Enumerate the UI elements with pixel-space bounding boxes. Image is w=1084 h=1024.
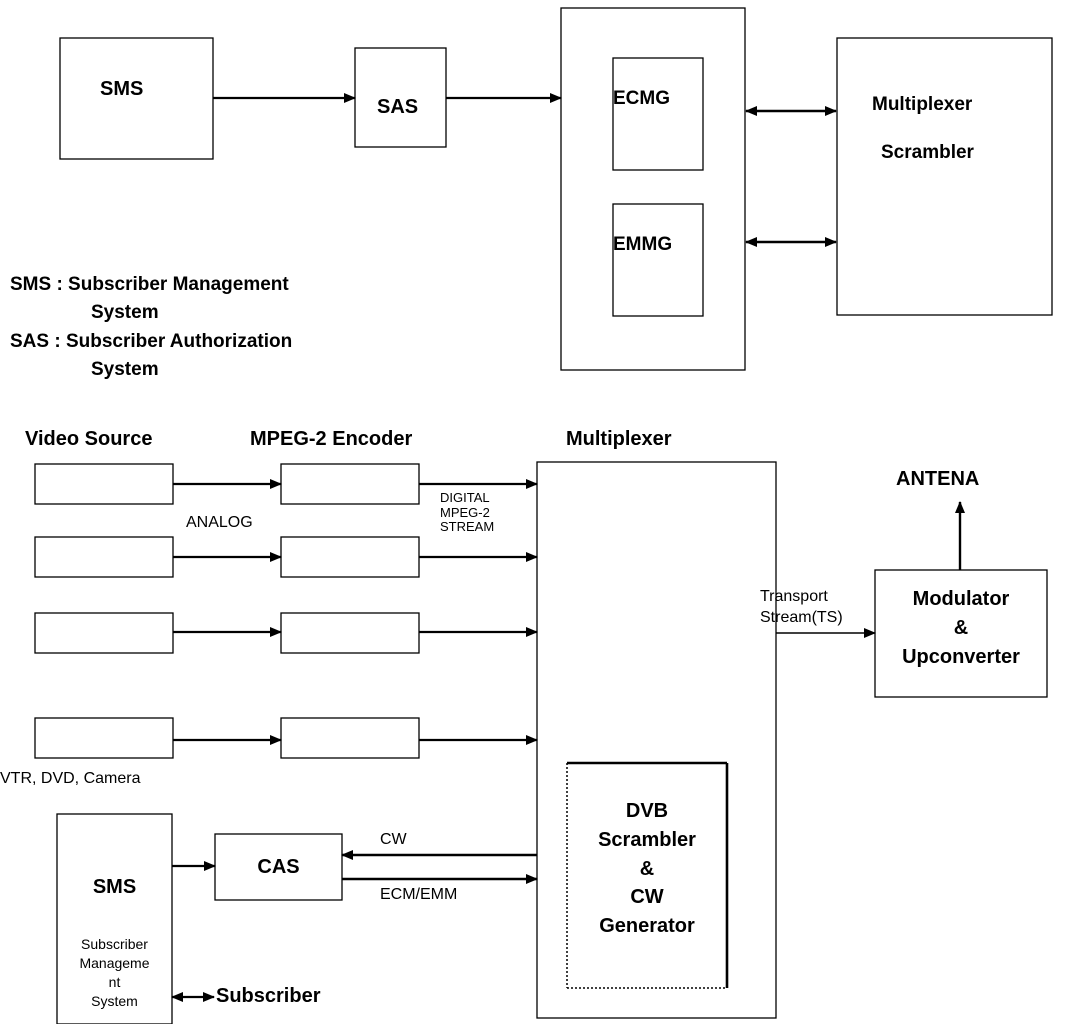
subscriber-label: Subscriber <box>216 985 321 1007</box>
emmg-box <box>612 203 704 317</box>
ts-label-line2: Stream(TS) <box>760 609 843 626</box>
scrambler-label-top: Scrambler <box>881 142 974 163</box>
sms-sub-line3: nt <box>108 974 121 990</box>
legend-sas-line1: SAS : Subscriber Authorization <box>10 331 293 352</box>
mpeg-encoder-heading: MPEG-2 Encoder <box>250 428 413 450</box>
ecmg-label: ECMG <box>613 88 670 109</box>
antena-label: ANTENA <box>896 468 980 490</box>
multiplexer-label-top: Multiplexer <box>872 94 973 115</box>
cw-label: CW <box>380 831 407 848</box>
sms-label-top: SMS <box>100 78 144 100</box>
modulator-label-line3: Upconverter <box>902 646 1020 668</box>
legend-sms-line2: System <box>91 302 159 323</box>
dvb-label-line4: CW <box>630 886 664 908</box>
sms-sub-line1: Subscriber <box>81 936 148 952</box>
legend-sms-line1: SMS : Subscriber Management <box>10 274 289 295</box>
ecmg-box <box>612 57 704 171</box>
cas-container-box <box>560 7 746 371</box>
sms-sub-line2: Manageme <box>79 955 150 971</box>
multiplexer-heading: Multiplexer <box>566 428 672 450</box>
sms-label-bottom: SMS <box>92 876 137 898</box>
digital-label-line1: DIGITAL <box>440 490 490 505</box>
multiplexer-box <box>536 461 777 1019</box>
digital-label-line2: MPEG-2 <box>440 505 490 520</box>
legend-sas-line2: System <box>91 359 159 380</box>
video-source-box-3 <box>34 612 174 654</box>
video-source-box-2 <box>34 536 174 578</box>
ecm-emm-label: ECM/EMM <box>380 886 458 903</box>
modulator-label-line1: Modulator <box>912 588 1010 610</box>
encoder-box-2 <box>280 536 420 578</box>
sms-box-bottom <box>56 813 173 1024</box>
encoder-box-3 <box>280 612 420 654</box>
sources-caption: VTR, DVD, Camera <box>0 770 141 787</box>
sas-label: SAS <box>377 96 419 118</box>
dvb-label-line5: Generator <box>599 915 695 937</box>
modulator-label-line2: & <box>953 617 969 639</box>
dvb-label-line3: & <box>639 858 655 880</box>
encoder-box-4 <box>280 717 420 759</box>
multiplexer-scrambler-box <box>836 37 1053 316</box>
sms-sub-line4: System <box>91 993 138 1009</box>
video-source-box-1 <box>34 463 174 505</box>
ts-label-line1: Transport <box>760 588 828 605</box>
emmg-label: EMMG <box>613 234 673 255</box>
analog-label: ANALOG <box>186 514 253 531</box>
digital-label-line3: STREAM <box>440 519 495 534</box>
dvb-label-line1: DVB <box>625 800 669 822</box>
dvb-label-line2: Scrambler <box>598 829 696 851</box>
cas-label: CAS <box>257 856 300 878</box>
video-source-box-4 <box>34 717 174 759</box>
video-source-heading: Video Source <box>25 428 153 450</box>
encoder-box-1 <box>280 463 420 505</box>
